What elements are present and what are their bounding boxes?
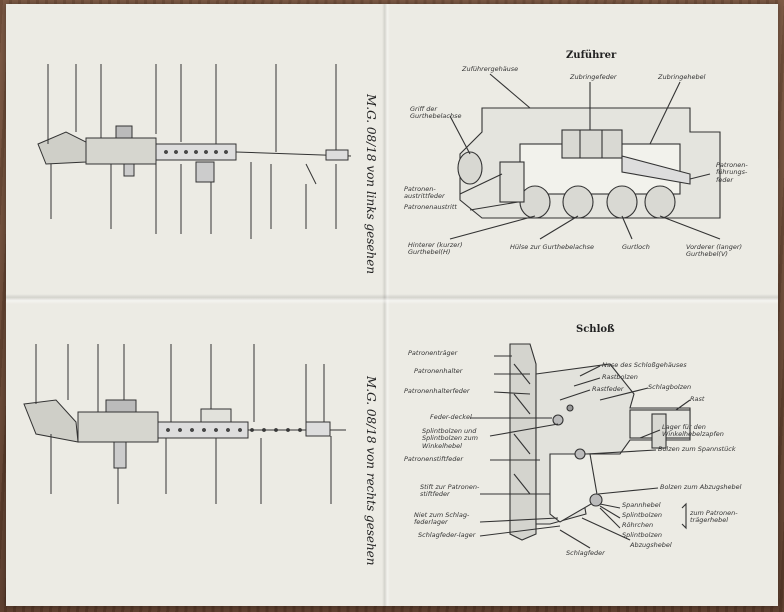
panel-schloss: Schloß xyxy=(390,304,778,606)
label-schlagfederlager: Schlagfeder-lager xyxy=(418,531,476,539)
manual-sheet: M.G. 08/18 von links gesehen xyxy=(6,4,778,606)
fold-line-vertical xyxy=(382,4,390,606)
label-patronenhalter: Patronenhalter xyxy=(414,367,463,375)
label-rastfeder: Rastfeder xyxy=(592,385,624,393)
label-gurtloch: Gurtloch xyxy=(622,243,650,251)
label-rastbolzen: Rastbolzen xyxy=(602,373,638,381)
label-stift-patronenstiftfeder: Stift zur Patronen-stiftfeder xyxy=(420,483,480,499)
label-bolzen-abzugshebel: Bolzen zum Abzugshebel xyxy=(660,483,742,491)
schloss-drawing xyxy=(470,343,691,549)
panel-mg-right-view: M.G. 08/18 von rechts gesehen xyxy=(6,304,382,606)
label-niet-schlagfederlager: Niet zum Schlag-federlager xyxy=(414,511,470,527)
mg-right-view-drawing xyxy=(23,344,346,504)
label-zubringehebel: Zubringehebel xyxy=(658,73,706,81)
mg-left-view-drawing xyxy=(37,64,352,239)
mg-left-view-title: M.G. 08/18 von links gesehen xyxy=(364,94,378,275)
label-patronentraeger: Patronenträger xyxy=(408,349,458,357)
label-spannhebel: Spannhebel xyxy=(622,501,661,509)
label-lager-winkelhebelzapfen: Lager für den Winkelhebelzapfen xyxy=(662,423,724,439)
label-splintbolzen-1: Splintbolzen xyxy=(622,511,662,519)
label-huelse-gurthebelachse: Hülse zur Gurthebelachse xyxy=(510,243,595,251)
label-splintbolzen-2: Splintbolzen xyxy=(622,531,662,539)
label-zum-patronentraegerhebel: zum Patronen-trägerhebel xyxy=(690,509,738,525)
label-patronenaustritt: Patronenaustritt xyxy=(404,203,457,211)
label-nase-schlossgehaeuse: Nase des Schloßgehäuses xyxy=(602,361,687,369)
label-zubringefeder: Zubringefeder xyxy=(570,73,617,81)
label-zufuehrergehaeuse: Zuführergehäuse xyxy=(462,65,519,73)
label-federdeckel: Feder-deckel xyxy=(430,413,472,421)
label-bolzen-spannstueck: Bolzen zum Spannstück xyxy=(658,445,736,453)
label-griff-gurthebelachse: Griff der Gurthebelachse xyxy=(410,105,462,121)
label-roehrchen: Röhrchen xyxy=(622,521,654,529)
label-patronenaustrittfeder: Patronen-austrittfeder xyxy=(404,185,445,201)
label-patronenhalterfeder: Patronenhalterfeder xyxy=(404,387,470,395)
label-vorderer-gurthebel: Vorderer (langer) Gurthebel(V) xyxy=(686,243,743,259)
panel-mg-left-view: M.G. 08/18 von links gesehen xyxy=(6,4,382,294)
label-patronenfuehrungsfeder: Patronen-führungs-feder xyxy=(716,161,748,184)
schloss-title: Schloß xyxy=(576,324,615,335)
mg-right-view-title: M.G. 08/18 von rechts gesehen xyxy=(364,376,378,566)
label-abzugshebel: Abzugshebel xyxy=(630,541,672,549)
label-patronenstiftfeder: Patronenstiftfeder xyxy=(404,455,464,463)
zufuehrer-drawing xyxy=(449,73,721,240)
zufuehrer-title: Zuführer xyxy=(566,50,617,61)
label-schlagfeder: Schlagfeder xyxy=(566,549,605,557)
label-hinterer-gurthebel: Hinterer (kurzer) Gurthebel(H) xyxy=(408,241,463,257)
label-splintbolzen-winkelhebel: Splintbolzen und Splintbolzen zum Winkel… xyxy=(422,427,478,450)
label-rast: Rast xyxy=(690,395,705,403)
fold-line-horizontal xyxy=(6,294,778,304)
panel-zufuehrer: Zuführer xyxy=(390,4,778,294)
label-schlagbolzen: Schlagbolzen xyxy=(648,383,692,391)
